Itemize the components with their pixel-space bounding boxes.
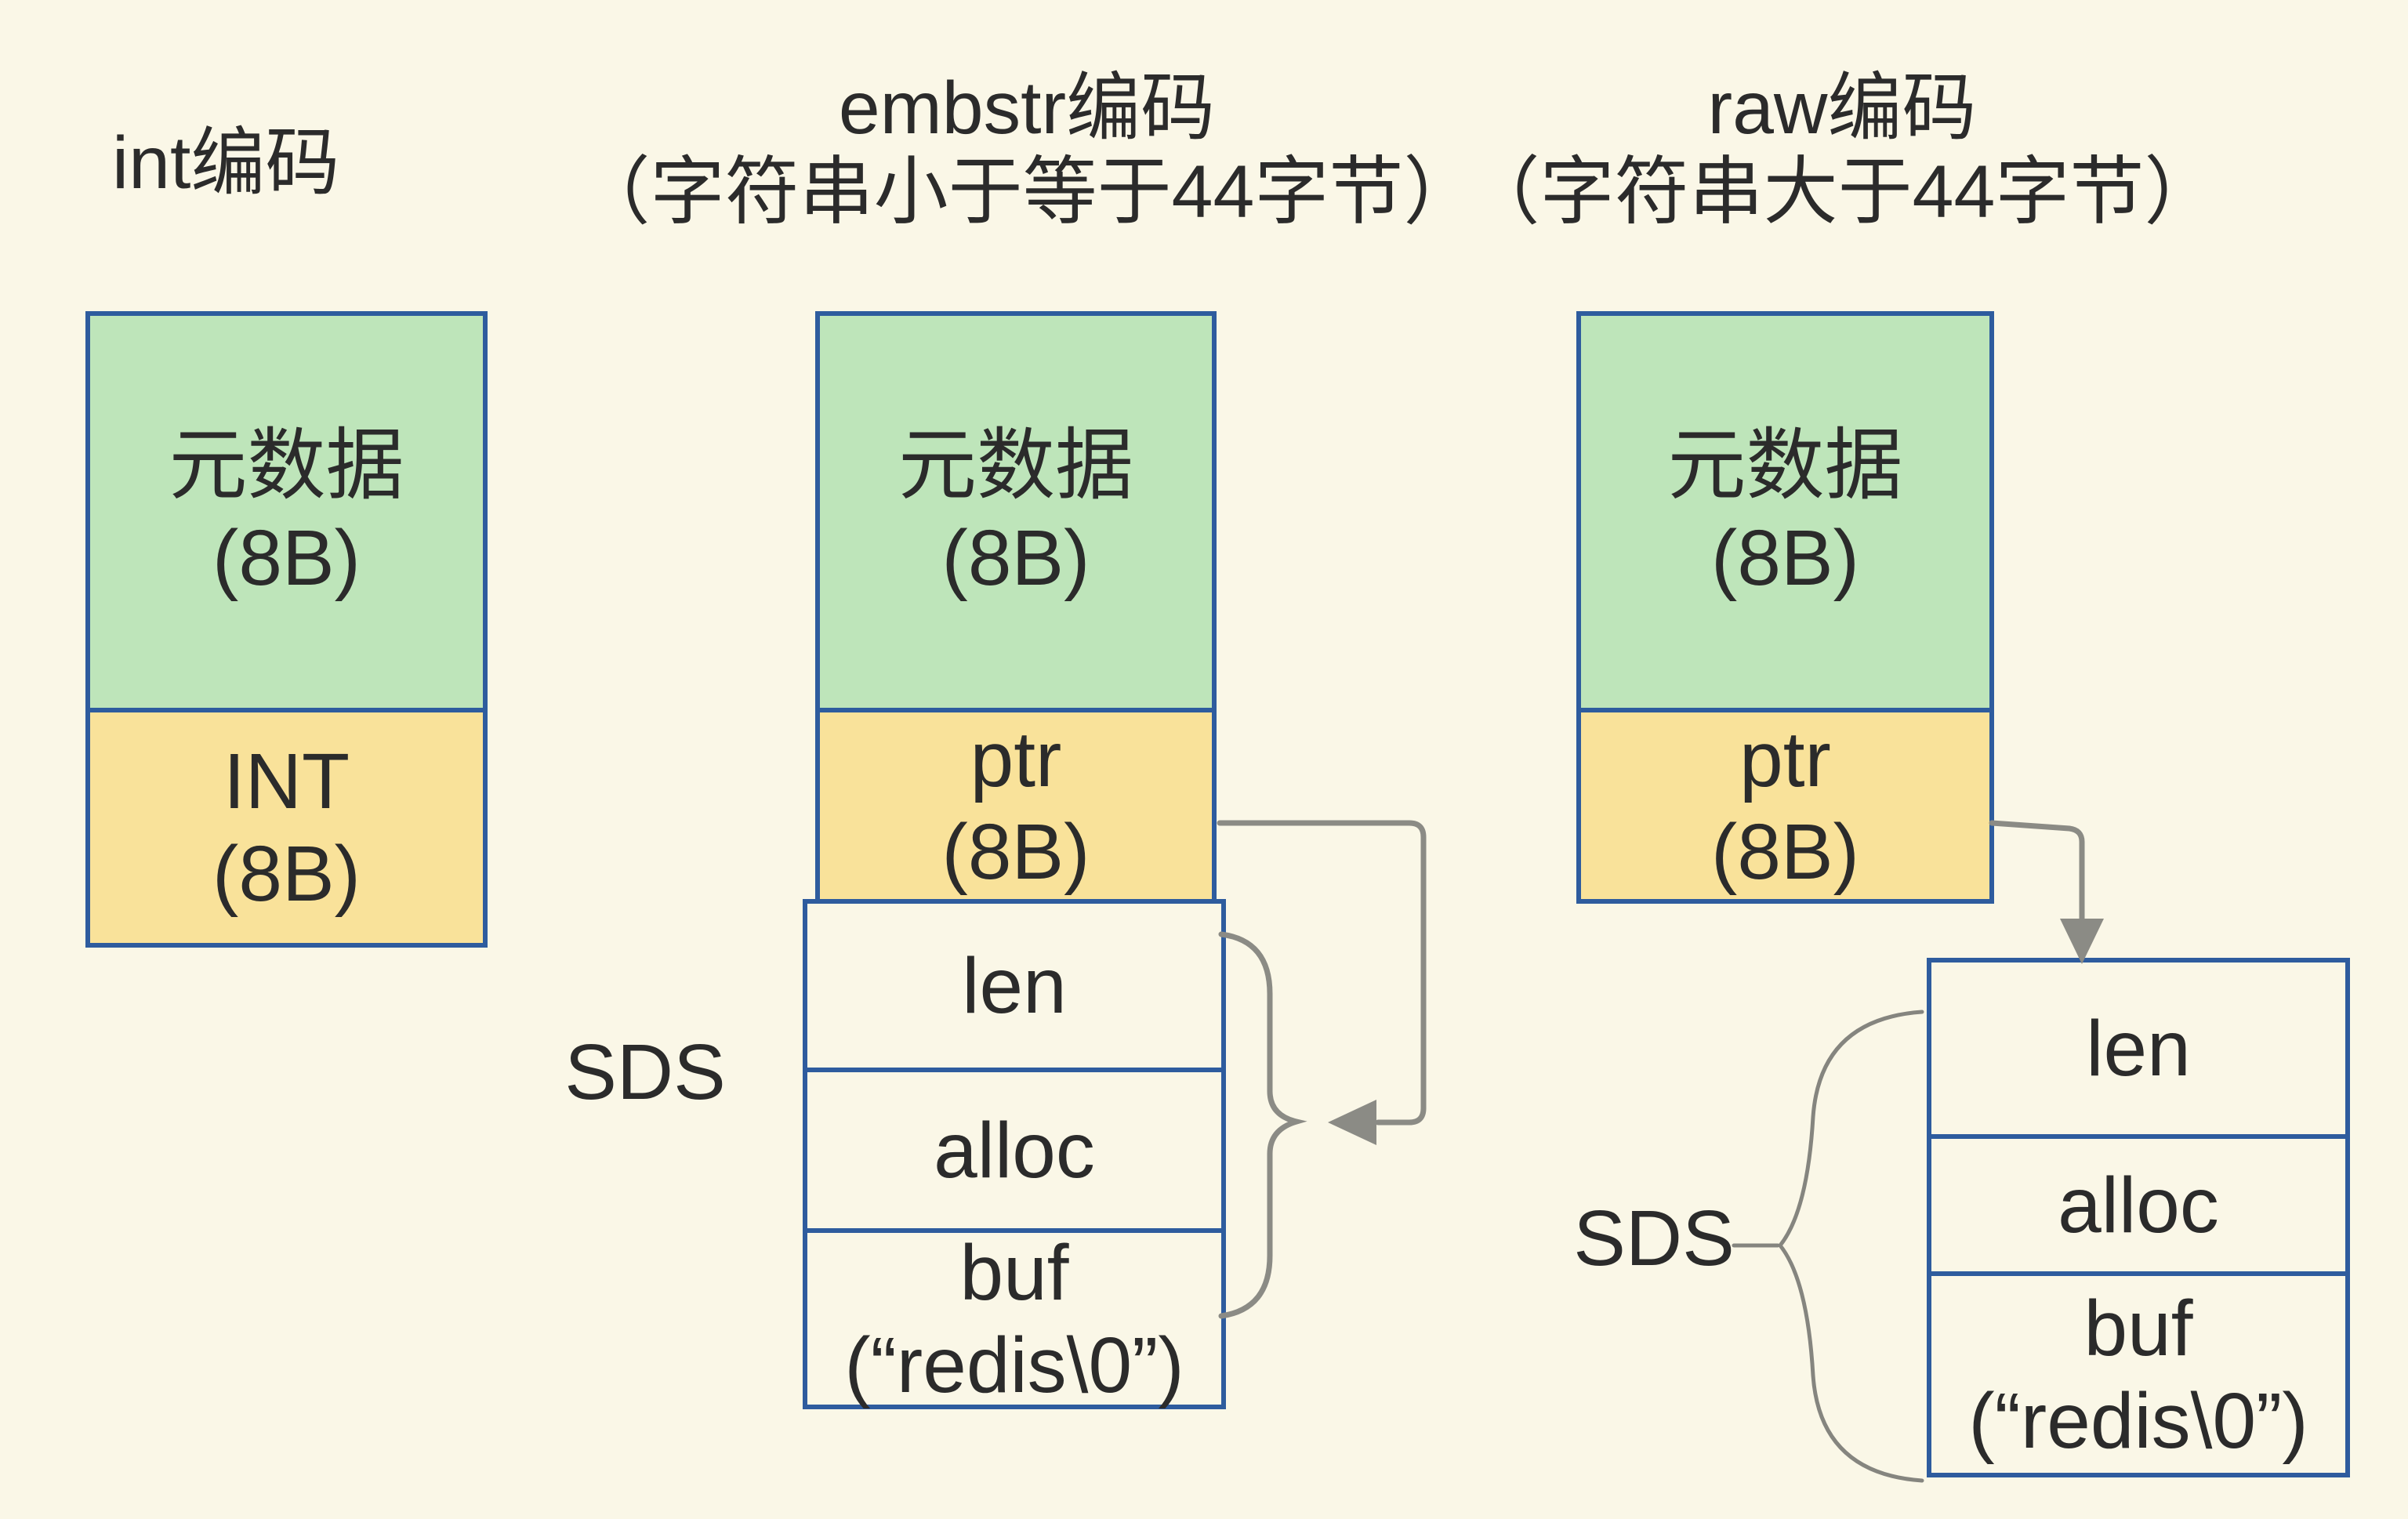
title-raw-line1: raw编码 [1707, 67, 1977, 150]
raw-metadata-cell: 元数据 (8B) [1576, 311, 1994, 712]
raw-sds-label: SDS [1573, 1195, 1735, 1282]
raw-metadata-label: 元数据 [1667, 422, 1903, 509]
title-embstr-line1: embstr编码 [838, 67, 1216, 150]
raw-ptr-label: ptr [1739, 716, 1831, 803]
embstr-ptr-arrow [1217, 820, 1427, 1126]
raw-ptr-cell: ptr (8B) [1576, 708, 1994, 904]
embstr-alloc-cell: alloc [803, 1068, 1226, 1233]
raw-alloc-cell: alloc [1927, 1134, 2350, 1276]
embstr-len-label: len [962, 941, 1067, 1030]
embstr-buf-cell: buf (“redis\0”) [803, 1228, 1226, 1409]
embstr-metadata-cell: 元数据 (8B) [815, 311, 1217, 712]
raw-buf-cell: buf (“redis\0”) [1927, 1271, 2350, 1477]
embstr-len-cell: len [803, 899, 1226, 1072]
raw-buf-content: (“redis\0”) [1968, 1376, 2308, 1465]
raw-ptr-size: (8B) [1711, 808, 1859, 896]
embstr-alloc-label: alloc [934, 1106, 1095, 1195]
embstr-sds-label: SDS [564, 1028, 726, 1116]
int-metadata-label: 元数据 [169, 422, 404, 509]
raw-len-label: len [2086, 1004, 2191, 1093]
embstr-buf-label: buf [959, 1228, 1069, 1317]
title-raw-encoding: raw编码 （字符串大于44字节） [1466, 67, 2219, 235]
embstr-ptr-size: (8B) [941, 808, 1090, 896]
title-int-encoding: int编码 [112, 121, 340, 205]
int-metadata-cell: 元数据 (8B) [85, 311, 488, 712]
raw-sds-brace [1777, 1010, 1924, 1483]
raw-alloc-label: alloc [2058, 1161, 2219, 1249]
embstr-metadata-label: 元数据 [898, 422, 1133, 509]
int-value-label: INT [223, 738, 350, 825]
embstr-buf-content: (“redis\0”) [844, 1321, 1184, 1409]
title-embstr-encoding: embstr编码 （字符串小于等于44字节） [576, 67, 1478, 235]
embstr-sds-bracket [1218, 931, 1307, 1319]
int-value-size: (8B) [212, 830, 361, 918]
embstr-ptr-cell: ptr (8B) [815, 708, 1217, 904]
raw-buf-label: buf [2083, 1284, 2193, 1372]
embstr-ptr-label: ptr [970, 716, 1062, 803]
raw-ptr-arrow [1989, 820, 2085, 923]
int-value-cell: INT (8B) [85, 708, 488, 948]
title-embstr-line2: （字符串小于等于44字节） [575, 150, 1478, 234]
raw-metadata-size: (8B) [1711, 514, 1859, 602]
title-raw-line2: （字符串大于44字节） [1465, 150, 2219, 234]
raw-len-cell: len [1927, 958, 2350, 1139]
int-metadata-size: (8B) [212, 514, 361, 602]
embstr-metadata-size: (8B) [941, 514, 1090, 602]
embstr-ptr-arrowhead-icon [1328, 1100, 1376, 1145]
